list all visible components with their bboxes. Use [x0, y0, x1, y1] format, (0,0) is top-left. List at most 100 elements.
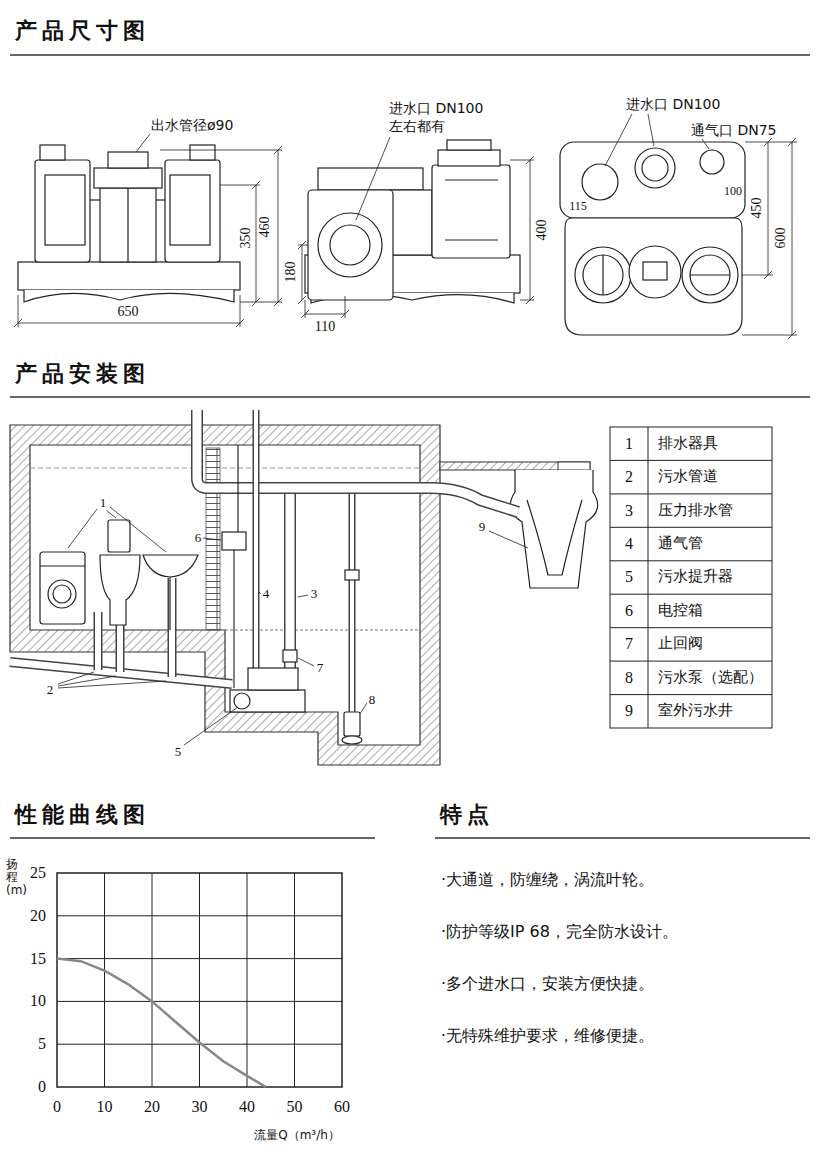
fixtures [237, 445, 238, 532]
pipe [286, 494, 295, 668]
section-heading: 产品尺寸图 [15, 18, 150, 43]
dimension-line [298, 245, 308, 246]
dimension-line [274, 146, 282, 154]
front-view [35, 160, 90, 262]
tick-label: 0 [37, 1078, 47, 1096]
building-wall [558, 462, 590, 470]
front-view [108, 152, 148, 168]
dimension-line [792, 142, 793, 335]
fixtures [40, 565, 85, 566]
pipe [254, 410, 258, 668]
top-view [602, 255, 603, 295]
dimension-value: 110 [314, 319, 336, 335]
chart-grid [152, 873, 153, 1087]
callout-number: 3 [310, 587, 319, 602]
legend-table [610, 493, 772, 494]
table-number: 8 [624, 669, 634, 687]
table-cell: 压力排水管 [657, 502, 734, 519]
tick-label: 20 [143, 1098, 161, 1116]
fixtures [222, 532, 246, 550]
pipe [233, 550, 234, 688]
feature-item: ·无特殊维护要求，维修便捷。 [440, 1027, 655, 1045]
outdoor-sewer-well [527, 500, 582, 575]
fixtures [169, 577, 170, 630]
inlet-label: 进水口 DN100 [625, 96, 721, 112]
top-view [582, 164, 618, 200]
leader-line [106, 510, 116, 518]
chart-grid [247, 873, 248, 1087]
side-view [445, 239, 498, 240]
side-view [330, 225, 370, 265]
pipe [10, 410, 518, 712]
leader-line [298, 595, 308, 597]
inlet-note: 左右都有 [388, 118, 446, 134]
dimension-line [788, 331, 796, 339]
dimension-line [702, 139, 709, 149]
dimension-value: 400 [534, 219, 550, 242]
axis-title: 扬程(m) [5, 858, 19, 898]
side-view [390, 190, 432, 255]
dimension-line [14, 319, 22, 327]
callout-number: 5 [174, 745, 183, 760]
chart-grid [57, 1001, 342, 1002]
dimension-line [274, 298, 282, 306]
dimension-line [742, 335, 797, 336]
dimension-value: 600 [773, 227, 789, 250]
dimension-line [768, 142, 769, 275]
section-heading: 特点 [440, 802, 494, 827]
top-view [629, 246, 681, 298]
dimension-line [18, 323, 240, 324]
side-view [305, 140, 520, 303]
tick-label: 5 [37, 1035, 47, 1053]
top-view [643, 262, 667, 280]
fixtures [344, 712, 360, 736]
table-cell: 污水泵（选配） [657, 669, 764, 686]
dimension-line [302, 245, 303, 300]
inlet-label: 进水口 DN100 [388, 100, 484, 116]
side-view [432, 165, 510, 258]
fixtures [248, 668, 298, 690]
dimension-line [252, 298, 260, 306]
front-view [18, 262, 240, 290]
fixtures [108, 520, 130, 552]
fixtures [100, 555, 140, 625]
dimension-line [236, 319, 244, 327]
side-view [318, 168, 423, 190]
table-cell: 排水器具 [657, 435, 719, 452]
tick-label: 60 [333, 1098, 351, 1116]
tick-label: 25 [29, 864, 47, 882]
dimension-value: 450 [749, 197, 765, 220]
dimension-value: 115 [568, 200, 588, 214]
feature-item: ·大通道，防缠绕，涡流叶轮。 [440, 871, 655, 889]
leader-line [298, 658, 314, 666]
table-number: 6 [624, 602, 634, 620]
side-view [308, 190, 393, 300]
front-view [100, 188, 156, 262]
side-view [445, 179, 498, 180]
dimension-line [278, 150, 279, 302]
dimension-line [356, 137, 390, 220]
top-view [642, 155, 668, 181]
tick-label: 10 [29, 992, 47, 1010]
front-view [45, 175, 85, 245]
table-number: 7 [624, 635, 634, 653]
top-view [635, 148, 675, 188]
legend-table [610, 694, 772, 695]
legend-table [610, 594, 772, 595]
pipe [197, 410, 518, 512]
chart-grid [294, 873, 295, 1087]
front-view [127, 188, 128, 262]
fixtures [53, 585, 71, 603]
chart-grid [57, 873, 342, 1087]
callout-number: 7 [316, 661, 325, 676]
building-wall [30, 468, 420, 469]
table-cell: 室外污水井 [657, 703, 734, 720]
leader-line [259, 592, 261, 594]
leader-line [58, 681, 166, 688]
dimension-line [788, 138, 796, 146]
tick-label: 50 [286, 1098, 304, 1116]
dimension-line [520, 300, 534, 301]
chart-grid [57, 915, 342, 916]
side-view [438, 150, 500, 166]
leader-line [360, 703, 367, 714]
